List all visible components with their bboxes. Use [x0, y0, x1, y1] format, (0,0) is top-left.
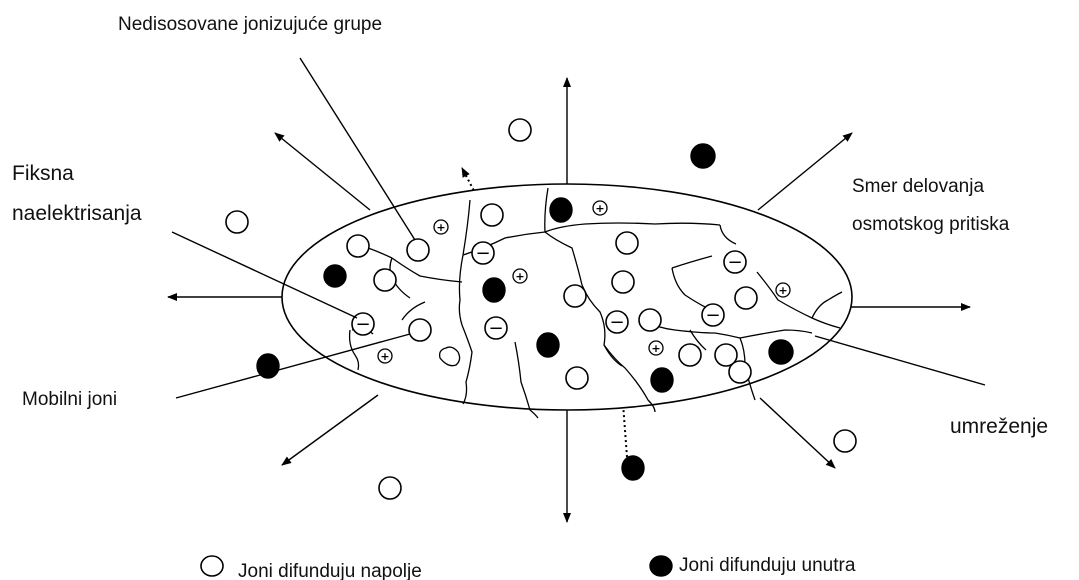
leader-crosslink [814, 335, 986, 386]
open-ion [346, 234, 370, 258]
svg-text:−: − [705, 305, 720, 326]
open-ion [480, 203, 504, 227]
filled-ion [621, 455, 645, 481]
filled-ion [650, 367, 674, 393]
negative-charge: − [701, 303, 725, 327]
label-crosslink: umreženje [950, 415, 1048, 438]
positive-charge: + [592, 200, 608, 216]
svg-text:+: + [651, 342, 660, 355]
negative-charge: − [605, 310, 629, 334]
osmotic-arrows [167, 77, 971, 523]
label-ionizing-groups: Nedisosovane jonizujuće grupe [118, 14, 382, 35]
arrow-upper-right [757, 132, 853, 211]
open-ion [373, 268, 397, 292]
negative-charge: − [351, 312, 375, 336]
arrow-upper-left [274, 132, 371, 211]
leader-ionizing-groups [299, 57, 416, 241]
filled-ion [536, 332, 560, 358]
svg-text:+: + [778, 284, 787, 297]
positive-charge: + [433, 219, 449, 235]
svg-text:+: + [436, 221, 445, 234]
positive-charge: + [512, 268, 528, 284]
open-ion [408, 318, 432, 342]
outward-ions [200, 118, 857, 577]
open-ion [378, 476, 402, 500]
label-fixed-charges-line1: Fiksna [12, 162, 74, 185]
open-ion [714, 343, 738, 367]
positive-charge: + [775, 282, 791, 298]
label-osmotic-line2: osmotskog pritiska [852, 214, 1010, 235]
legend-filled-circle [649, 555, 673, 577]
open-ion [508, 118, 532, 142]
open-ion [833, 429, 857, 453]
label-osmotic-line1: Smer delovanja [852, 176, 984, 197]
svg-text:+: + [595, 202, 604, 215]
open-ion [615, 231, 639, 255]
open-ion [563, 284, 587, 308]
svg-text:+: + [515, 270, 524, 283]
svg-text:−: − [475, 243, 490, 264]
svg-text:−: − [609, 312, 624, 333]
legend-inward-label: Joni difunduju unutra [679, 555, 856, 576]
filled-ion [768, 339, 794, 365]
positive-charge: + [377, 348, 393, 364]
positive-charges: + + + + + + [377, 200, 791, 364]
label-fixed-charges-line2: naelektrisanja [12, 202, 142, 225]
legend-open-circle [200, 555, 224, 577]
svg-text:−: − [355, 314, 370, 335]
filled-ion [690, 143, 716, 169]
svg-text:−: − [488, 318, 503, 339]
filled-ion [482, 277, 506, 303]
open-ion [225, 210, 249, 234]
filled-ion [549, 197, 573, 223]
arrow-lower-left [281, 394, 379, 466]
svg-text:+: + [380, 350, 389, 363]
label-mobile-ions: Mobilni joni [22, 389, 117, 410]
legend-outward-label: Joni difunduju napolje [238, 561, 422, 580]
negative-charge: − [471, 241, 495, 265]
negative-charge: − [723, 250, 747, 274]
open-ion [406, 238, 430, 262]
leader-mobile-ions [175, 333, 411, 399]
open-ion [734, 286, 758, 310]
leader-lines [171, 57, 986, 399]
svg-text:−: − [727, 252, 742, 273]
open-ion [611, 270, 635, 294]
negative-charge: − [484, 316, 508, 340]
positive-charge: + [648, 340, 664, 356]
open-ion [638, 308, 662, 332]
negative-charges: − − − − − − [351, 241, 747, 340]
leader-fixed-charges [171, 231, 358, 319]
inward-ions [256, 143, 794, 577]
open-ion [678, 343, 702, 367]
arrow-lower-right [759, 397, 836, 469]
open-ion [728, 360, 752, 384]
filled-ion [323, 264, 347, 288]
open-ion [565, 366, 589, 390]
